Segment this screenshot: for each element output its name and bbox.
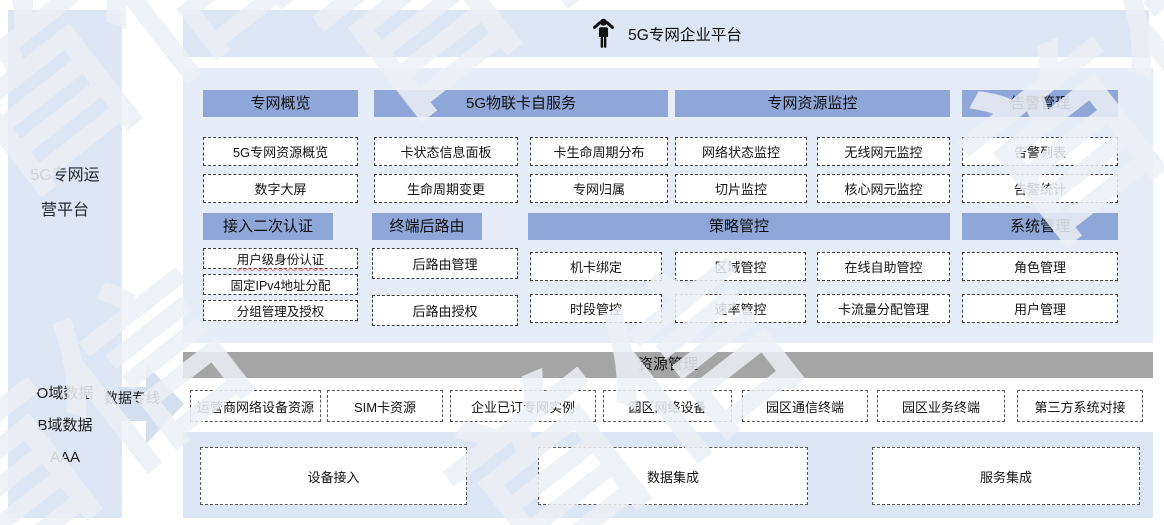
feature-box: 数字大屏 [203, 174, 358, 203]
resource-box: 运营商网络设备资源 [190, 390, 321, 422]
feature-box: 在线自助管控 [817, 252, 950, 281]
sidebar-title: 5G专网运 营平台 [8, 158, 122, 228]
section-header-resource-monitoring: 专网资源监控 [675, 90, 950, 117]
feature-box: 告警统计 [962, 174, 1118, 203]
sidebar-data-sources: O域数据 B域数据 AAA [8, 378, 122, 474]
resource-box: 园区网络设备 [603, 390, 732, 422]
data-source-aaa: AAA [49, 449, 80, 466]
feature-box: 核心网元监控 [817, 174, 950, 203]
feature-box: 分组管理及授权 [203, 300, 358, 321]
feature-box: 后路由授权 [372, 295, 518, 326]
section-header-secondary-auth: 接入二次认证 [203, 213, 333, 240]
data-source-b-domain: B域数据 [37, 417, 93, 434]
feature-box: 生命周期变更 [374, 174, 518, 203]
data-source-o-domain: O域数据 [36, 385, 94, 402]
feature-box: 卡生命周期分布 [530, 137, 668, 166]
section-header-terminal-routing: 终端后路由 [372, 213, 482, 240]
feature-box: 机卡绑定 [530, 252, 662, 281]
sidebar-operation-platform: 5G专网运 营平台 O域数据 B域数据 AAA [8, 10, 122, 518]
feature-box: 时段管控 [530, 294, 662, 323]
sidebar-title-line2: 营平台 [40, 202, 89, 219]
banner-title: 5G专网企业平台 [628, 26, 742, 44]
feature-box: 网络状态监控 [675, 137, 807, 166]
feature-box: 卡流量分配管理 [817, 294, 950, 323]
person-icon [593, 18, 615, 48]
feature-box: 速率管控 [675, 294, 806, 323]
feature-box: 角色管理 [962, 252, 1118, 281]
section-header-network-overview: 专网概览 [203, 90, 358, 117]
resource-box: SIM卡资源 [327, 390, 443, 422]
data-line-label: 数据专线 [104, 390, 160, 406]
resource-management-bar: 资源管理 [183, 352, 1153, 378]
section-header-policy-control: 策略管控 [528, 213, 950, 240]
feature-box: 后路由管理 [372, 248, 518, 279]
integration-box-service-integration: 服务集成 [872, 447, 1140, 505]
resource-box: 第三方系统对接 [1017, 390, 1143, 422]
integration-box-data-integration: 数据集成 [538, 447, 808, 505]
feature-box: 卡状态信息面板 [374, 137, 518, 166]
feature-box: 专网归属 [530, 174, 668, 203]
feature-box: 用户管理 [962, 294, 1118, 323]
resource-box: 园区业务终端 [877, 390, 1005, 422]
feature-box: 切片监控 [675, 174, 807, 203]
feature-box-label: 用户级身份认证 [236, 253, 325, 267]
feature-box: 5G专网资源概览 [203, 137, 358, 166]
feature-box: 用户级身份认证 [203, 248, 358, 269]
integration-box-device-access: 设备接入 [200, 447, 467, 505]
data-line-arrow-icon [118, 364, 184, 444]
section-header-alarm-management: 告警管理 [962, 90, 1118, 117]
platform-function-panel: 专网概览 5G物联卡自服务 专网资源监控 告警管理 5G专网资源概览 数字大屏 … [183, 68, 1153, 343]
sidebar-title-line1: 5G专网运 [30, 167, 100, 184]
feature-box: 区域管控 [675, 252, 806, 281]
resource-box-row: 运营商网络设备资源 SIM卡资源 企业已订专网实例 园区网络设备 园区通信终端 … [0, 390, 1164, 422]
feature-box: 固定IPv4地址分配 [203, 274, 358, 295]
feature-box: 告警列表 [962, 137, 1118, 166]
resource-box: 企业已订专网实例 [450, 390, 596, 422]
section-header-system-management: 系统管理 [962, 213, 1118, 240]
feature-box: 无线网元监控 [817, 137, 950, 166]
resource-box: 园区通信终端 [742, 390, 868, 422]
integration-panel: 设备接入 数据集成 服务集成 [183, 432, 1153, 518]
section-header-iot-card-selfservice: 5G物联卡自服务 [374, 90, 668, 117]
enterprise-platform-banner: 5G专网企业平台 [183, 10, 1149, 57]
